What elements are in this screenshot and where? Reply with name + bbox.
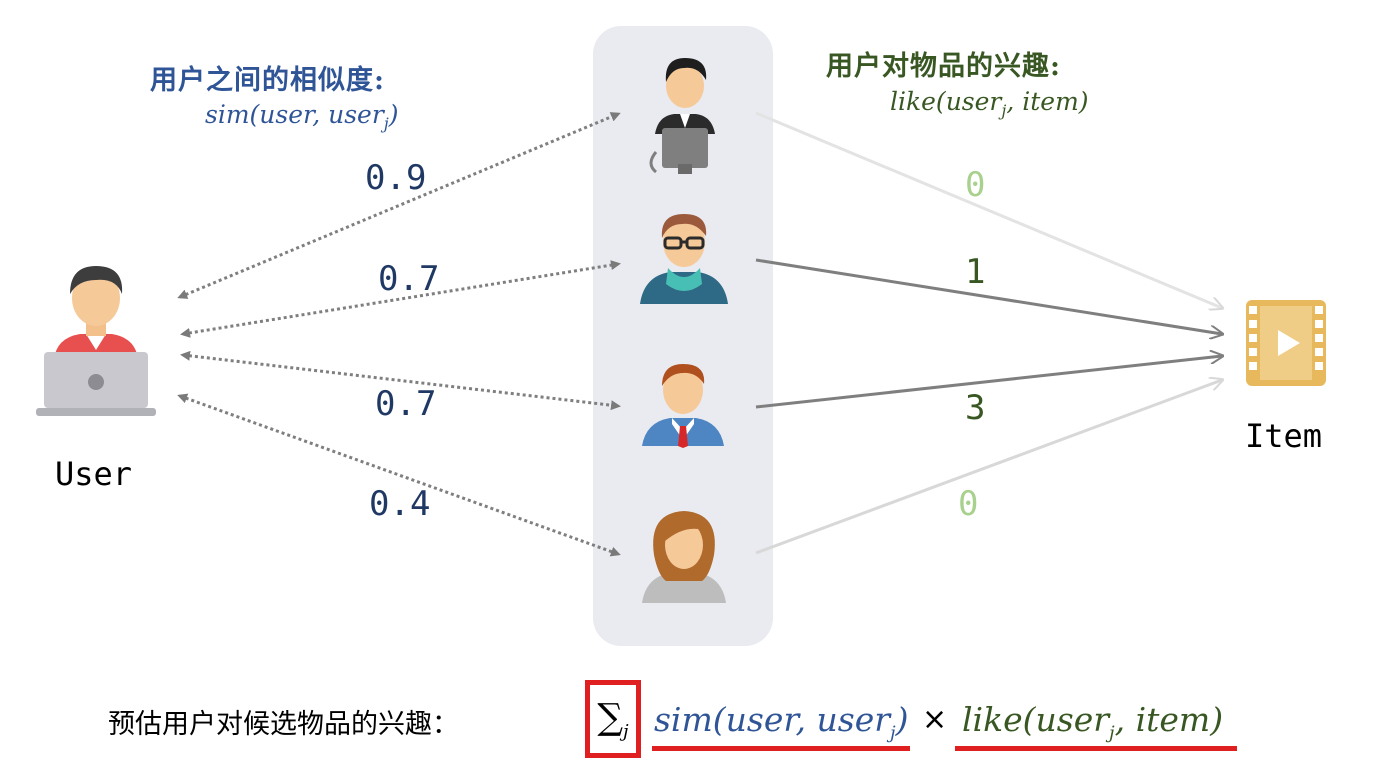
user-laptop-icon: [36, 266, 156, 416]
sim-link-3: [180, 350, 621, 411]
similarity-value-4: 0.4: [369, 484, 431, 524]
similarity-value-2: 0.7: [378, 259, 440, 299]
similarity-value-3: 0.7: [375, 384, 437, 424]
item-label: Item: [1245, 417, 1323, 455]
like-link-3: [755, 356, 1222, 409]
summation-symbol: ∑: [597, 697, 624, 738]
sim-link-2: [180, 260, 621, 338]
neighbor-user-1-icon: [649, 58, 715, 174]
interest-value-3: 3: [965, 388, 986, 428]
formula-similarity-term: sim(user, userj): [654, 700, 909, 744]
similarity-value-1: 0.9: [365, 158, 427, 198]
user-label: User: [55, 455, 133, 493]
summation-index: j: [623, 721, 629, 743]
interest-value-1: 0: [965, 165, 986, 205]
neighbor-user-3-icon: [642, 364, 724, 448]
interest-underline: [955, 746, 1237, 751]
interest-formula: like(userj, item): [890, 87, 1089, 120]
interest-title: 用户对物品的兴趣:: [826, 51, 1061, 82]
video-item-icon: [1246, 300, 1326, 386]
formula-description: 预估用户对候选物品的兴趣：: [108, 709, 459, 740]
like-link-1: [755, 111, 1222, 308]
neighbor-user-4-icon: [642, 511, 726, 603]
summation-box: ∑j: [585, 680, 641, 758]
similarity-title: 用户之间的相似度:: [150, 65, 385, 96]
neighbor-user-2-icon: [640, 214, 728, 304]
interest-value-2: 1: [965, 252, 986, 292]
like-link-2: [755, 258, 1222, 334]
multiply-sign: ×: [922, 702, 948, 737]
formula-interest-term: like(userj, item): [962, 700, 1224, 744]
interest-value-4: 0: [958, 484, 979, 524]
like-link-4: [755, 380, 1222, 555]
similarity-underline: [652, 746, 910, 751]
similarity-formula: sim(user, userj): [205, 100, 399, 133]
